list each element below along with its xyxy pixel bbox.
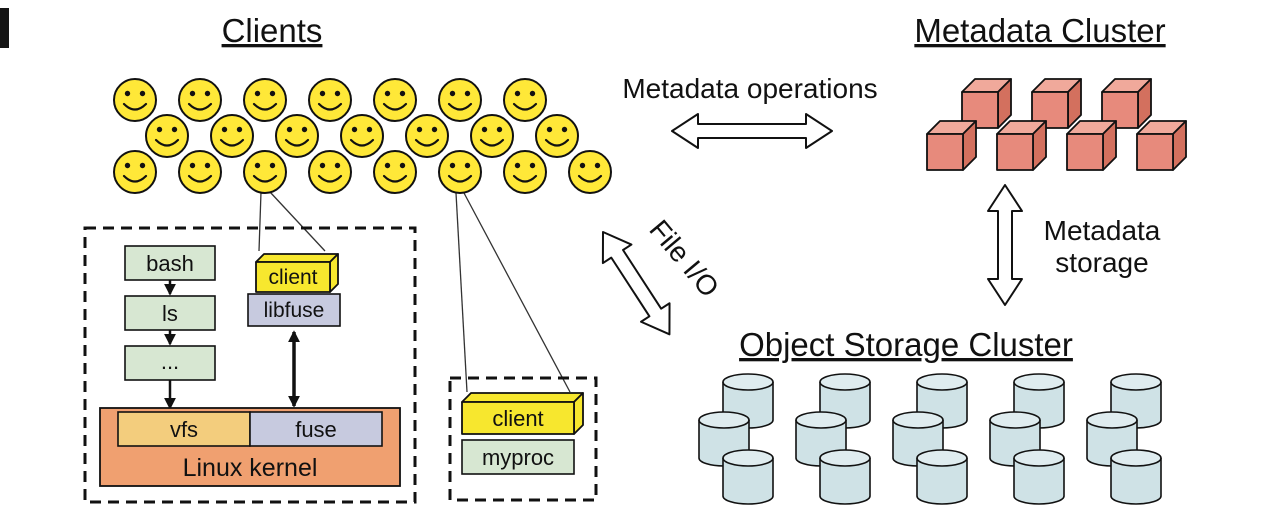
ls-label: ls (162, 301, 178, 326)
metadata-server-cube-icon (1136, 120, 1187, 171)
client-smiley-face-icon (145, 114, 189, 158)
osd-disk-cylinder-icon (1013, 449, 1065, 505)
file-io-label: File I/O (643, 214, 725, 303)
client-slab-front (461, 401, 575, 435)
client-label: client (492, 406, 543, 431)
myproc-box (461, 439, 575, 475)
client-smiley-face-icon (438, 150, 482, 194)
client-smiley-face-icon (405, 114, 449, 158)
direct-client-detail-box: client myproc (448, 376, 598, 502)
myproc-label: myproc (482, 445, 554, 470)
client-slab (255, 253, 339, 293)
fuse-client-detail-box: bash ls ... client libfuse vfs fuse Linu… (83, 226, 417, 504)
client-smiley-face-icon (178, 78, 222, 122)
metadata-server-cube-icon (926, 120, 977, 171)
client-slab-front (255, 261, 331, 293)
client-smiley-face-icon (568, 150, 612, 194)
client-slab-top (255, 253, 339, 263)
slide-edge-artifact (0, 8, 9, 48)
ellipsis-box (124, 345, 216, 381)
detail-callout-lines (258, 191, 571, 393)
client-smiley-face-icon (308, 78, 352, 122)
callout-line (258, 191, 262, 252)
metadata-server-cube-icon (1066, 120, 1117, 171)
libfuse-box (247, 293, 341, 327)
client-smiley-face-icon (438, 78, 482, 122)
dashed-border (448, 376, 598, 502)
ls-box (124, 295, 216, 331)
osd-disk-cylinder-icon (916, 449, 968, 505)
metadata-cluster-title: Metadata Cluster (914, 12, 1165, 49)
client-smiley-face-icon (275, 114, 319, 158)
client-smiley-face-icon (503, 78, 547, 122)
client-smiley-face-icon (340, 114, 384, 158)
client-smiley-face-icon (535, 114, 579, 158)
client-smiley-face-icon (178, 150, 222, 194)
client-smiley-face-icon (308, 150, 352, 194)
client-smiley-face-icon (373, 78, 417, 122)
client-smiley-face-icon (243, 78, 287, 122)
client-slab-side (329, 253, 339, 293)
osd-disk-cylinder-icon (722, 449, 774, 505)
callout-line (463, 192, 571, 393)
callout-line (269, 191, 326, 252)
flow-arrows (601, 113, 1023, 336)
clients-group (113, 78, 612, 194)
metadata-operations-arrow (671, 113, 833, 149)
bash-box (124, 245, 216, 281)
fuse-label: fuse (295, 417, 337, 442)
client-smiley-face-icon (210, 114, 254, 158)
client-smiley-face-icon (470, 114, 514, 158)
client-smiley-face-icon (113, 78, 157, 122)
object-storage-cluster-group (698, 373, 1162, 505)
metadata-storage-arrow (987, 184, 1023, 306)
vfs-label: vfs (170, 417, 198, 442)
metadata-operations-label: Metadata operations (622, 73, 877, 104)
client-slab (461, 392, 584, 435)
clients-title: Clients (222, 12, 323, 49)
client-slab-top (461, 392, 584, 403)
client-label: client (268, 266, 317, 289)
metadata-server-cube-icon (1031, 78, 1082, 129)
dashed-border (83, 226, 417, 504)
callout-line (455, 192, 468, 393)
osd-disk-cylinder-icon (1110, 449, 1162, 505)
client-smiley-face-icon (503, 150, 547, 194)
metadata-server-cube-icon (996, 120, 1047, 171)
client-smiley-face-icon (113, 150, 157, 194)
metadata-storage-label-line2: storage (1055, 247, 1148, 278)
metadata-storage-label-line1: Metadata (1044, 215, 1161, 246)
osd-disk-cylinder-icon (819, 449, 871, 505)
bash-label: bash (146, 251, 194, 276)
object-storage-cluster-title: Object Storage Cluster (739, 326, 1073, 363)
file-io-arrow (601, 231, 671, 336)
client-smiley-face-icon (373, 150, 417, 194)
metadata-cluster-group (926, 78, 1187, 171)
libfuse-label: libfuse (264, 299, 325, 322)
ellipsis-label: ... (161, 349, 179, 374)
client-smiley-face-icon (243, 150, 287, 194)
linux-kernel-label: Linux kernel (183, 454, 318, 482)
fuse-box (249, 411, 383, 447)
